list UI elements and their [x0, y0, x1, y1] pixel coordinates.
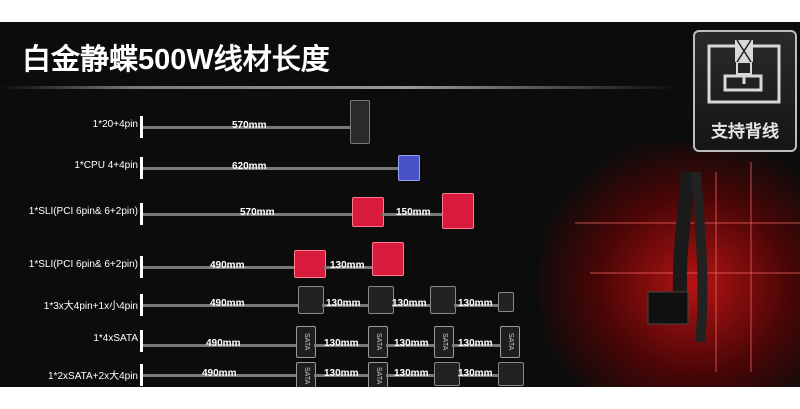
pci-connector — [352, 197, 384, 227]
cable-row-pci-1: 1*SLI(PCI 6pin& 6+2pin) 570mm 150mm — [0, 193, 540, 231]
length-label: 130mm — [458, 338, 493, 349]
row-label: 1*20+4pin — [92, 119, 138, 130]
cable-row-sata: 1*4xSATA 490mm SATA 130mm SATA 130mm SAT… — [0, 326, 540, 358]
length-label: 570mm — [240, 207, 275, 218]
row-tick — [140, 203, 143, 225]
cable-wire — [143, 374, 296, 377]
sata-connector: SATA — [296, 362, 316, 387]
banner-canvas: 白金静蝶500W线材长度 支持背线 1*20+4pin 570mm 1*CPU … — [0, 22, 800, 387]
molex-connector — [430, 286, 456, 314]
cable-wire — [143, 304, 298, 307]
page-title: 白金静蝶500W线材长度 — [22, 44, 330, 76]
psu-cable-bundle — [647, 171, 708, 343]
length-label: 150mm — [396, 207, 431, 218]
length-label: 130mm — [458, 298, 493, 309]
cable-wire — [322, 304, 368, 307]
cable-wire — [386, 374, 434, 377]
cable-wire — [382, 213, 444, 216]
cable-wire — [143, 344, 296, 347]
length-label: 130mm — [392, 298, 427, 309]
cable-wire — [324, 266, 372, 269]
length-label: 570mm — [232, 120, 267, 131]
sata-connector: SATA — [368, 362, 388, 387]
sata-connector: SATA — [500, 326, 520, 358]
cable-wire — [458, 374, 498, 377]
length-label: 130mm — [324, 338, 359, 349]
back-routing-badge: 支持背线 — [693, 30, 797, 152]
length-label: 130mm — [458, 368, 493, 379]
row-label: 1*SLI(PCI 6pin& 6+2pin) — [28, 259, 138, 270]
cable-wire — [392, 304, 432, 307]
case-frame-line — [590, 272, 800, 274]
length-label: 130mm — [326, 298, 361, 309]
cable-wire — [454, 304, 498, 307]
row-tick — [140, 256, 143, 278]
back-routing-icon — [707, 39, 781, 104]
row-label: 1*2xSATA+2x大4pin — [48, 371, 138, 382]
cable-wire — [143, 213, 353, 216]
length-label: 620mm — [232, 161, 267, 172]
cable-wire — [452, 344, 500, 347]
small-4pin-connector — [498, 292, 514, 312]
title-divider — [0, 86, 680, 89]
row-tick — [140, 294, 143, 316]
row-tick — [140, 116, 143, 138]
row-tick — [140, 364, 143, 386]
cable-row-pci-2: 1*SLI(PCI 6pin& 6+2pin) 490mm 130mm — [0, 242, 540, 284]
sata-connector: SATA — [434, 326, 454, 358]
cable-row-atx: 1*20+4pin 570mm — [0, 100, 540, 144]
cable-wire — [143, 266, 295, 269]
atx-24pin-connector — [350, 100, 370, 144]
length-label: 130mm — [394, 338, 429, 349]
cable-wire — [314, 344, 368, 347]
pci-connector — [372, 242, 404, 276]
molex-connector — [368, 286, 394, 314]
length-label: 490mm — [202, 368, 237, 379]
pci-connector — [294, 250, 326, 278]
row-label: 1*SLI(PCI 6pin& 6+2pin) — [28, 206, 138, 217]
row-tick — [140, 330, 143, 352]
length-label: 490mm — [210, 260, 245, 271]
sata-connector: SATA — [368, 326, 388, 358]
cpu-connector — [398, 155, 420, 181]
cable-row-molex: 1*3x大4pin+1x小4pin 490mm 130mm 130mm 130m… — [0, 286, 540, 322]
length-label: 490mm — [210, 298, 245, 309]
molex-connector — [498, 362, 524, 386]
sata-connector: SATA — [296, 326, 316, 358]
length-label: 130mm — [394, 368, 429, 379]
case-frame-line — [750, 162, 752, 372]
case-frame-line — [715, 172, 717, 372]
length-label: 130mm — [324, 368, 359, 379]
row-label: 1*CPU 4+4pin — [74, 160, 138, 171]
molex-connector — [298, 286, 324, 314]
red-glow-background — [540, 142, 800, 387]
badge-label: 支持背线 — [711, 122, 779, 141]
row-label: 1*3x大4pin+1x小4pin — [43, 301, 138, 312]
cable-wire — [143, 167, 398, 170]
cable-row-cpu: 1*CPU 4+4pin 620mm — [0, 153, 540, 185]
length-label: 490mm — [206, 338, 241, 349]
cable-row-sata-molex: 1*2xSATA+2x大4pin 490mm SATA 130mm SATA 1… — [0, 360, 540, 387]
molex-connector — [434, 362, 460, 386]
pci-connector — [442, 193, 474, 229]
cable-wire — [314, 374, 368, 377]
row-label: 1*4xSATA — [93, 333, 138, 344]
length-label: 130mm — [330, 260, 365, 271]
row-tick — [140, 157, 143, 179]
cable-wire — [143, 126, 351, 129]
cable-wire — [386, 344, 434, 347]
